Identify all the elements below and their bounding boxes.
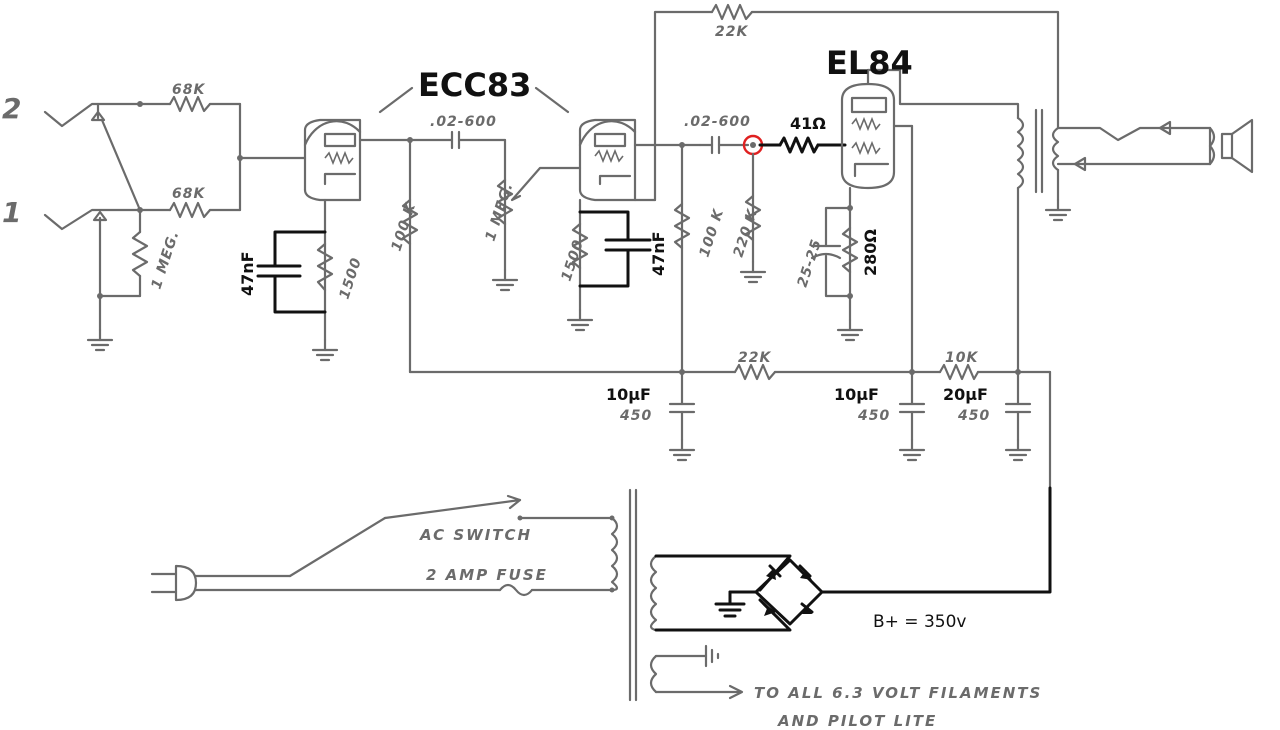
cap-20uf-voltage: 450 (957, 408, 990, 424)
r-1500-1-label: 1500 (337, 255, 365, 301)
r-280-label: 280Ω (861, 229, 880, 276)
power-supply: AC SWITCH 2 AMP FUSE B+ = 350v TO ALL 6.… (150, 486, 1052, 730)
r-1meg-grid-label: 1 MEG. (149, 228, 183, 291)
cap-47nf-1-label: 47nF (238, 251, 257, 296)
r-22k-feedback-label: 22K (715, 24, 748, 40)
input-2-label: 2 (2, 92, 21, 125)
cap-25-25-label: 25-25 (795, 237, 826, 289)
filaments-label-2: AND PILOT LITE (777, 712, 937, 730)
pot-1meg-label: 1 MEG. (483, 180, 517, 243)
cap-10uf-2-label: 10μF (834, 385, 879, 404)
cap-10uf-1-voltage: 450 (619, 408, 652, 424)
r-10k-label: 10K (945, 350, 978, 366)
r-1500-2-label: 1500 (559, 237, 587, 283)
filaments-label-1: TO ALL 6.3 VOLT FILAMENTS (754, 684, 1042, 702)
cap-10uf-2-voltage: 450 (857, 408, 890, 424)
cap-20uf-label: 20μF (943, 385, 988, 404)
cap-coupling-1-label: .02-600 (430, 114, 497, 130)
cap-10uf-1-label: 10μF (606, 385, 651, 404)
input-1-label: 1 (2, 196, 21, 229)
bridge-rectifier (762, 564, 814, 616)
cap-coupling-2-label: .02-600 (684, 114, 751, 130)
ecc83-title-group: ECC83 (378, 66, 570, 114)
bplus-label: B+ = 350v (873, 612, 966, 632)
input-section: 2 1 68K 68K 1 MEG. (2, 82, 307, 352)
r-100k-1-label: 100 K (389, 201, 420, 254)
ac-switch-label: AC SWITCH (419, 526, 532, 544)
r-22k-supply-label: 22K (738, 350, 771, 366)
ecc83-title: ECC83 (418, 66, 531, 104)
el84-stage: EL84 25-25 280Ω (795, 44, 1020, 374)
r-220k-label: 220 K (731, 207, 762, 260)
r-68k-bottom-label: 68K (172, 186, 205, 202)
r-68k-top-label: 68K (172, 82, 205, 98)
cap-47nf-2-label: 47nF (649, 231, 668, 276)
fuse-label: 2 AMP FUSE (426, 566, 548, 584)
ecc83-stage-2: 1500 47nF (559, 118, 702, 332)
feedback-loop: 22K (633, 3, 1060, 202)
ecc83-stage-1: 47nF 1500 (238, 118, 412, 362)
el84-title: EL84 (826, 44, 913, 82)
r-41-label: 41Ω (790, 114, 826, 133)
interstage-network: .02-600 100 K 1 MEG. (389, 114, 582, 374)
supply-rail: 22K 10K 10μF 450 10μF 450 20μF 450 (303, 188, 1052, 490)
output-transformer (1016, 108, 1254, 374)
r-100k-2-label: 100 K (697, 207, 728, 260)
